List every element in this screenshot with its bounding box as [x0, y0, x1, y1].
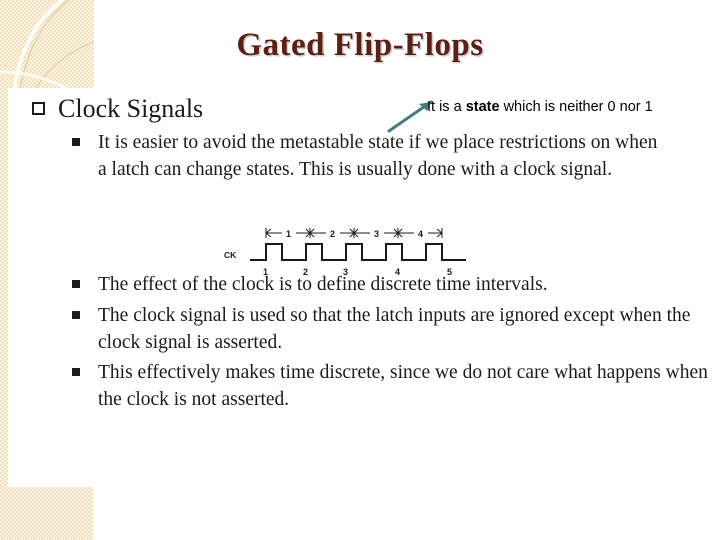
list-item: The effect of the clock is to define dis… [30, 272, 690, 299]
hollow-square-bullet-icon [32, 102, 45, 115]
filled-square-bullet-icon [72, 137, 80, 146]
filled-square-bullet-icon [72, 310, 80, 319]
waveform-interval-2: 2 [330, 229, 335, 239]
arrow-up-right-icon [387, 100, 433, 133]
waveform-interval-4: 4 [418, 229, 423, 239]
list-item-label: This effectively makes time discrete, si… [98, 362, 708, 411]
callout-text: It is a state which is neither 0 nor 1 [427, 99, 653, 115]
list-item: The clock signal is used so that the lat… [30, 303, 720, 357]
waveform-pulse-3: 3 [343, 267, 348, 277]
waveform-interval-3: 3 [374, 229, 379, 239]
page-title: Gated Flip-Flops [236, 27, 484, 63]
outline-heading: Clock Signals [30, 94, 690, 124]
filled-square-bullet-icon [72, 279, 80, 288]
callout-text-emphasis: state [465, 99, 500, 115]
filled-square-bullet-icon [72, 368, 80, 377]
list-item: This effectively makes time discrete, si… [30, 360, 720, 414]
decorative-left-strip [0, 88, 8, 487]
waveform-pulse-4: 4 [395, 267, 400, 277]
callout-text-after: which is neither 0 nor 1 [499, 99, 653, 115]
content-outline: Clock Signals It is easier to avoid the … [30, 94, 708, 414]
waveform-pulse-2: 2 [303, 267, 308, 277]
list-item-label: The clock signal is used so that the lat… [98, 304, 691, 353]
waveform-pulse-5: 5 [447, 267, 452, 277]
decorative-corner-bottom [0, 487, 93, 540]
clock-waveform-diagram: CK 1 2 [224, 226, 466, 277]
waveform-pulse-1: 1 [263, 267, 268, 277]
waveform-interval-1: 1 [286, 229, 291, 239]
callout-text-before: It is a [427, 99, 466, 115]
waveform-signal-label: CK [224, 250, 237, 260]
outline-heading-label: Clock Signals [58, 94, 204, 123]
list-item-label: It is easier to avoid the metastable sta… [98, 131, 658, 180]
list-item-label: The effect of the clock is to define dis… [98, 273, 548, 295]
list-item: It is easier to avoid the metastable sta… [30, 130, 658, 184]
